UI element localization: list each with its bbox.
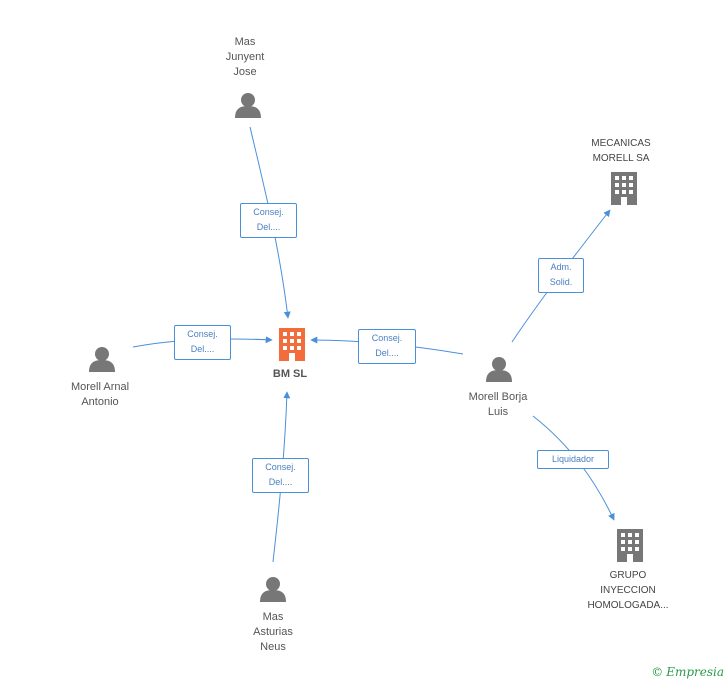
node-label-grupo[interactable]: GRUPO INYECCION HOMOLOGADA... [587,570,669,611]
node-label-mas-asturias[interactable]: Mas Asturias Neus [253,611,293,653]
node-label-mas-junyent[interactable]: Mas Junyent Jose [225,36,265,78]
main-company-building-icon[interactable] [279,328,305,361]
node-label-morell-borja[interactable]: Morell Borja Luis [468,391,528,418]
person-icon[interactable] [486,357,512,382]
person-icon[interactable] [260,577,286,602]
edge-label-consej: Consej. Del.... [358,329,416,364]
person-icon[interactable] [89,347,115,372]
copyright-icon: © [651,665,664,679]
brand-logo: Empresia [666,665,724,679]
copyright-brand: ©Empresia [651,665,724,679]
building-icon[interactable] [611,172,637,205]
edge-label-consej: Consej. Del.... [240,203,297,238]
edge-label-adm-solid: Adm. Solid. [538,258,584,293]
edge-label-consej: Consej. Del.... [174,325,231,360]
edge-label-liquidador: Liquidador [537,450,609,469]
person-icon[interactable] [235,93,261,118]
edge-label-consej: Consej. Del.... [252,458,309,493]
node-label-morell-arnal[interactable]: Morell Arnal Antonio [70,381,130,408]
building-icon[interactable] [617,529,643,562]
node-label-mecanicas[interactable]: MECANICAS MORELL SA [591,138,651,164]
node-label-main-company[interactable]: BM SL [272,368,308,380]
